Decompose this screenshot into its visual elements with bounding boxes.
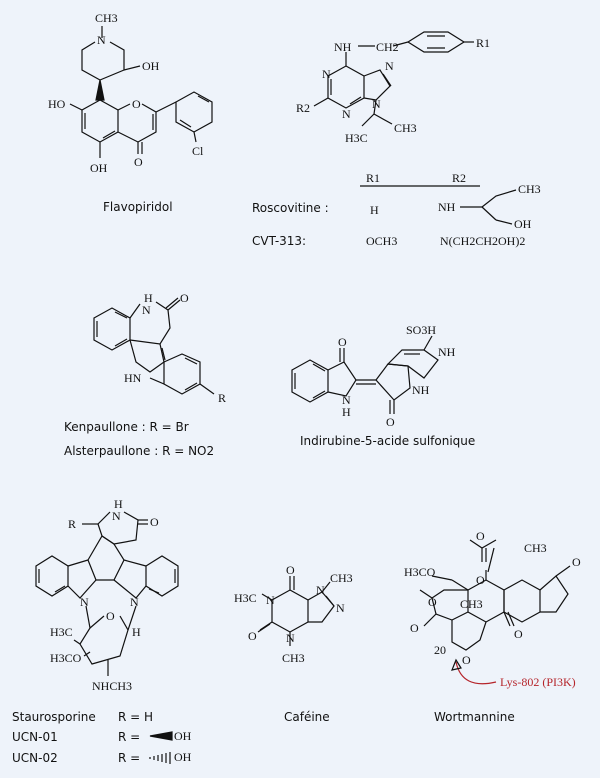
staurosporine-n2-label: N xyxy=(130,595,139,609)
roscovitine-n3-label: N xyxy=(342,107,351,121)
flavopiridol-ho-label: HO xyxy=(48,97,66,111)
ucn02-name: UCN-02 xyxy=(12,751,58,765)
indirubine-name: Indirubine-5-acide sulfonique xyxy=(300,434,476,448)
staurosporine-r-label: R xyxy=(68,517,76,531)
paullone-h-label: H xyxy=(144,291,153,305)
cafeine-o2-label: O xyxy=(248,629,257,643)
roscovitine-ch2-label: CH2 xyxy=(376,40,399,54)
flavopiridol-cl-label: Cl xyxy=(192,144,204,158)
indirubine-nh2-label: NH xyxy=(412,383,430,397)
cafeine-name: Caféine xyxy=(284,710,330,724)
wortmannine-ch3b-label: CH3 xyxy=(460,597,483,611)
wortmannine-h3co-label: H3CO xyxy=(404,565,436,579)
paullone-hn-label: HN xyxy=(124,371,142,385)
staurosporine-o2-label: O xyxy=(106,609,115,623)
cafeine-ch3a-label: CH3 xyxy=(330,571,353,585)
staurosporine-h-label: H xyxy=(114,497,123,511)
flavopiridol-oh2-label: OH xyxy=(90,161,108,175)
paullone-r-label: R xyxy=(218,391,226,405)
roscovitine-r2-oh: OH xyxy=(514,217,532,231)
indirubine-n-label: N xyxy=(342,393,351,407)
staurosporine-o-label: O xyxy=(150,515,159,529)
flavopiridol-n-label: N xyxy=(97,33,106,47)
wortmannine-lys-label: Lys-802 (PI3K) xyxy=(500,675,576,689)
indirubine-h-label: H xyxy=(342,405,351,419)
cvt313-r1-value: OCH3 xyxy=(366,234,398,248)
cvt313-name: CVT-313: xyxy=(252,234,307,248)
paullone-o-label: O xyxy=(180,291,189,305)
roscovitine-r2-label: R2 xyxy=(296,101,310,115)
cafeine-n3-label: N xyxy=(336,601,345,615)
cafeine-ch3b-label: CH3 xyxy=(282,651,305,665)
roscovitine-h3c-label: H3C xyxy=(345,131,368,145)
indirubine-so3h-label: SO3H xyxy=(406,323,436,337)
roscovitine-r1-value: H xyxy=(370,203,379,217)
ucn02-r: R = xyxy=(118,751,141,765)
roscovitine-name: Roscovitine : xyxy=(252,201,329,215)
roscovitine-r2-ch3: CH3 xyxy=(518,182,541,196)
staurosporine-r-value: R = H xyxy=(118,710,154,724)
ucn01-oh: OH xyxy=(174,729,192,743)
wortmannine-o2-label: O xyxy=(476,573,485,587)
paullone-n-label: N xyxy=(142,303,151,317)
cafeine-o-label: O xyxy=(286,563,295,577)
roscovitine-r1-label: R1 xyxy=(476,36,490,50)
staurosporine-n-label: N xyxy=(112,509,121,523)
roscovitine-r2-nh: NH xyxy=(438,200,456,214)
wortmannine-o1-label: O xyxy=(476,529,485,543)
flavopiridol-o2-label: O xyxy=(134,155,143,169)
roscovitine-ch3-label: CH3 xyxy=(394,121,417,135)
cafeine-n1-label: N xyxy=(316,583,325,597)
cafeine-n4-label: N xyxy=(286,631,295,645)
staurosporine-h2-label: H xyxy=(132,625,141,639)
kenpaullone-label: Kenpaullone : R = Br xyxy=(64,420,189,434)
roscovitine-table-r2-header: R2 xyxy=(452,171,467,185)
indirubine-nh1-label: NH xyxy=(438,345,456,359)
ucn01-r: R = xyxy=(118,730,141,744)
wortmannine-o3-label: O xyxy=(572,555,581,569)
wortmannine-name: Wortmannine xyxy=(434,710,515,724)
ucn01-name: UCN-01 xyxy=(12,730,58,744)
roscovitine-n1-label: N xyxy=(385,59,394,73)
roscovitine-n2-label: N xyxy=(322,67,331,81)
wortmannine-ch3a-label: CH3 xyxy=(524,541,547,555)
indirubine-o2-label: O xyxy=(386,415,395,429)
flavopiridol-oh-label: OH xyxy=(142,59,160,73)
wortmannine-o4-label: O xyxy=(428,595,437,609)
staurosporine-h3c-label: H3C xyxy=(50,625,73,639)
flavopiridol-ch3-label: CH3 xyxy=(95,11,118,25)
staurosporine-nhch3-label: NHCH3 xyxy=(92,679,132,693)
wortmannine-o7-label: O xyxy=(462,653,471,667)
roscovitine-table-r1-header: R1 xyxy=(366,171,381,185)
staurosporine-h3co-label: H3CO xyxy=(50,651,82,665)
flavopiridol-o-label: O xyxy=(132,97,141,111)
roscovitine-n4-label: N xyxy=(372,97,381,111)
roscovitine-nh-label: NH xyxy=(334,40,352,54)
wortmannine-o5-label: O xyxy=(410,621,419,635)
cafeine-h3c-label: H3C xyxy=(234,591,257,605)
staurosporine-name: Staurosporine xyxy=(12,710,96,724)
flavopiridol-name: Flavopiridol xyxy=(103,200,173,214)
wortmannine-o6-label: O xyxy=(514,627,523,641)
cvt313-r2-value: N(CH2CH2OH)2 xyxy=(440,234,526,248)
ucn02-oh: OH xyxy=(174,750,192,764)
indirubine-o-label: O xyxy=(338,335,347,349)
cafeine-n2-label: N xyxy=(266,593,275,607)
staurosporine-n1-label: N xyxy=(80,595,89,609)
alsterpaullone-label: Alsterpaullone : R = NO2 xyxy=(64,444,215,458)
wortmannine-c20-label: 20 xyxy=(434,643,446,657)
